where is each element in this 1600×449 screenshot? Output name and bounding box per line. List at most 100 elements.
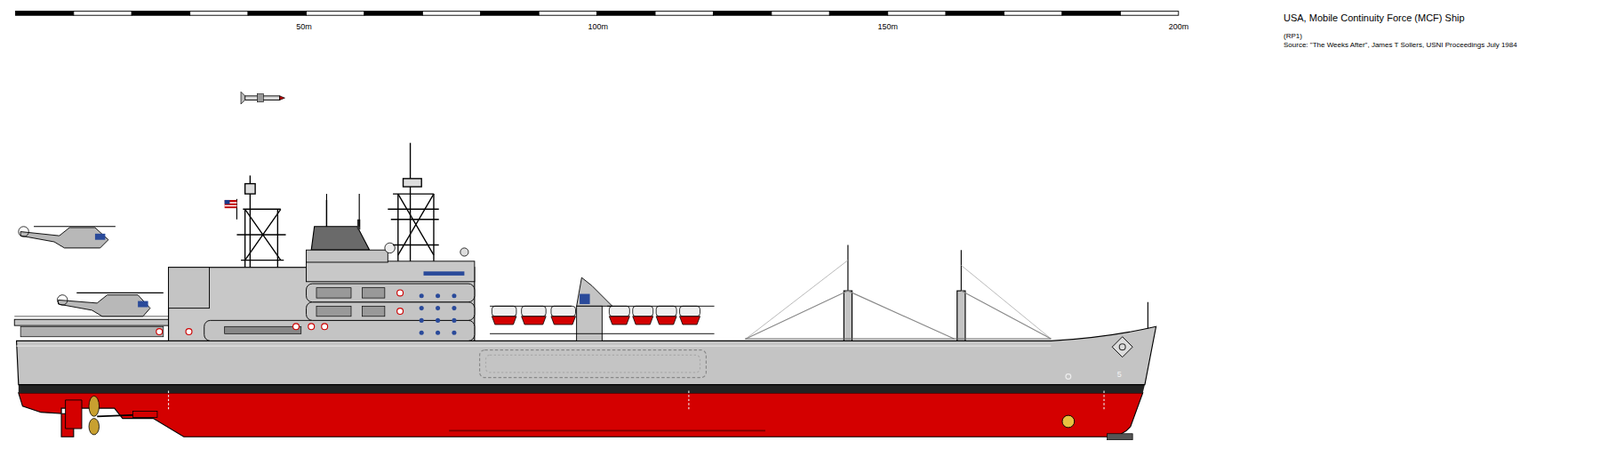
superstructure bbox=[362, 305, 385, 316]
lifeboat bbox=[521, 305, 547, 325]
superstructure bbox=[419, 318, 424, 323]
scale-bar bbox=[1004, 11, 1063, 16]
superstructure bbox=[306, 302, 475, 321]
superstructure bbox=[419, 293, 457, 335]
mast bbox=[277, 208, 279, 267]
superstructure bbox=[326, 193, 328, 227]
mast bbox=[236, 143, 439, 268]
lifeboat bbox=[656, 316, 677, 325]
hull bbox=[486, 354, 701, 373]
mast bbox=[244, 208, 246, 267]
mast bbox=[409, 143, 411, 262]
superstructure bbox=[306, 261, 475, 282]
scale-bar bbox=[945, 11, 1004, 16]
crane bbox=[489, 277, 715, 341]
superstructure bbox=[397, 308, 404, 315]
superstructure bbox=[168, 193, 475, 341]
scale-bar bbox=[771, 11, 830, 16]
scale-label: 200m bbox=[1168, 22, 1190, 32]
lifeboat bbox=[551, 305, 576, 325]
kingpost bbox=[843, 290, 852, 341]
mast bbox=[245, 184, 256, 194]
scale-bar bbox=[655, 11, 713, 16]
superstructure bbox=[451, 318, 456, 323]
scale-bar bbox=[306, 11, 365, 16]
lifeboat bbox=[521, 316, 547, 325]
hull bbox=[168, 391, 169, 411]
scale-bar bbox=[248, 11, 306, 16]
helicopter bbox=[95, 233, 105, 240]
superstructure bbox=[419, 293, 424, 298]
flag bbox=[224, 200, 231, 205]
superstructure bbox=[451, 293, 456, 298]
scale-label: 100m bbox=[587, 22, 608, 32]
flight-deck bbox=[14, 319, 169, 326]
hull bbox=[18, 392, 1144, 437]
scale-bar bbox=[888, 11, 946, 16]
lifeboat bbox=[608, 316, 630, 325]
superstructure bbox=[423, 271, 464, 276]
flag bbox=[224, 200, 238, 208]
superstructure bbox=[306, 283, 475, 303]
hull bbox=[1112, 336, 1133, 358]
crane bbox=[489, 333, 715, 335]
hull bbox=[448, 429, 766, 432]
lifeboat bbox=[632, 316, 654, 325]
lifeboat bbox=[551, 305, 576, 316]
crane bbox=[576, 277, 613, 306]
lifeboat bbox=[521, 305, 547, 316]
lifeboat bbox=[608, 305, 630, 325]
lifeboat bbox=[491, 305, 517, 316]
helicopter bbox=[137, 301, 148, 308]
scale-bar bbox=[364, 11, 423, 16]
helicopter bbox=[56, 292, 163, 316]
superstructure bbox=[308, 323, 315, 330]
mast bbox=[397, 193, 399, 262]
superstructure bbox=[293, 323, 300, 330]
missile bbox=[240, 91, 285, 104]
helicopter bbox=[33, 225, 116, 227]
superstructure bbox=[451, 305, 456, 311]
lifeboat bbox=[680, 305, 701, 325]
kingpost bbox=[960, 290, 1051, 339]
scale-bar bbox=[829, 11, 888, 16]
lifeboat bbox=[491, 316, 517, 325]
crane bbox=[489, 305, 715, 307]
lifeboat bbox=[656, 305, 677, 316]
superstructure bbox=[460, 248, 469, 256]
kingpost bbox=[745, 290, 848, 339]
superstructure bbox=[185, 328, 192, 336]
lifeboat bbox=[632, 305, 654, 316]
flight-deck bbox=[14, 316, 169, 337]
hull bbox=[18, 384, 1145, 393]
source-note: (RP1) bbox=[1283, 32, 1303, 40]
hull bbox=[16, 345, 1052, 347]
lifeboat bbox=[656, 305, 677, 325]
scale-bar bbox=[422, 11, 480, 16]
mast bbox=[432, 193, 434, 262]
scale-bar bbox=[1120, 11, 1178, 16]
scale-bar bbox=[15, 11, 1178, 16]
helicopter bbox=[18, 226, 29, 237]
hull bbox=[1147, 302, 1149, 329]
kingpost bbox=[847, 244, 848, 291]
superstructure bbox=[224, 326, 302, 334]
scale-bar bbox=[15, 11, 73, 16]
helicopter bbox=[56, 295, 67, 305]
lifeboat bbox=[680, 305, 701, 316]
scale-label: 50m bbox=[296, 22, 312, 32]
crane bbox=[579, 294, 590, 304]
mast bbox=[387, 208, 439, 210]
missile bbox=[256, 94, 264, 103]
superstructure bbox=[316, 288, 352, 298]
superstructure bbox=[168, 267, 210, 309]
missile bbox=[280, 96, 286, 101]
superstructure bbox=[306, 249, 389, 263]
superstructure bbox=[362, 288, 385, 298]
hull bbox=[1106, 433, 1133, 440]
mast bbox=[236, 208, 286, 260]
hull bbox=[480, 350, 707, 378]
mast bbox=[403, 178, 423, 187]
kingpost bbox=[960, 249, 962, 291]
